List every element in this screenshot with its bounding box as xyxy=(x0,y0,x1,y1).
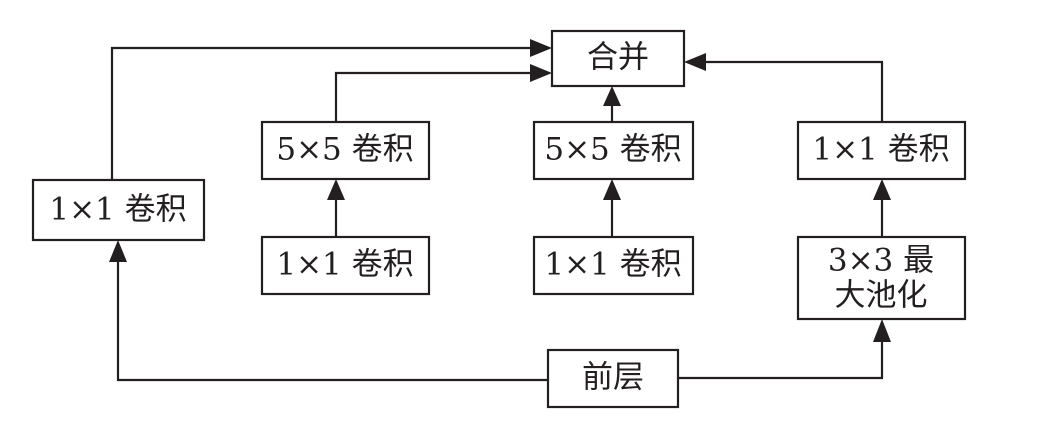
arrowhead-merge-bottom xyxy=(603,86,621,106)
node-conv5x5-a: 5×5 卷积 xyxy=(260,120,431,181)
node-maxpool: 3×3 最 大池化 xyxy=(796,235,967,321)
node-conv1x1-a: 1×1 卷积 xyxy=(260,235,431,296)
arrowhead-merge-left-upper xyxy=(530,39,552,57)
arrowhead-conv1x1-right xyxy=(873,179,891,200)
node-conv1x1-b: 1×1 卷积 xyxy=(532,235,695,296)
arrowheads xyxy=(109,39,891,342)
edge-conv5x5-a-to-merge xyxy=(334,71,530,122)
node-conv1x1-left-label: 1×1 卷积 xyxy=(49,192,186,228)
edges xyxy=(110,46,884,382)
node-conv5x5-b-label: 5×5 卷积 xyxy=(544,132,681,168)
edge-conv1x1-left-to-merge xyxy=(110,46,530,180)
node-maxpool-label-line1: 3×3 最 xyxy=(828,243,934,279)
node-merge: 合并 xyxy=(550,29,686,88)
node-conv1x1-right-top-label: 1×1 卷积 xyxy=(812,132,949,168)
edge-prev-to-conv1x1-left xyxy=(116,262,548,382)
node-prev-layer: 前层 xyxy=(546,348,680,409)
edge-prev-to-maxpool xyxy=(678,342,884,380)
node-conv1x1-left: 1×1 卷积 xyxy=(31,178,206,242)
node-prev-layer-label: 前层 xyxy=(582,360,644,396)
node-conv1x1-a-label: 1×1 卷积 xyxy=(276,247,413,283)
arrowhead-merge-right xyxy=(684,53,706,71)
node-conv1x1-right-top: 1×1 卷积 xyxy=(796,120,967,181)
arrowhead-merge-left-lower xyxy=(530,64,552,82)
arrowhead-conv5x5-b xyxy=(603,179,621,200)
node-conv1x1-b-label: 1×1 卷积 xyxy=(544,247,681,283)
node-conv5x5-b: 5×5 卷积 xyxy=(532,120,695,181)
edge-conv1x1-right-to-merge xyxy=(706,60,884,122)
arrowhead-conv5x5-a xyxy=(327,179,345,200)
node-maxpool-label-line2: 大池化 xyxy=(835,278,928,314)
arrowhead-conv1x1-left xyxy=(109,240,127,262)
node-conv5x5-a-label: 5×5 卷积 xyxy=(276,132,413,168)
node-merge-label: 合并 xyxy=(587,40,649,76)
arrowhead-maxpool xyxy=(873,319,891,342)
